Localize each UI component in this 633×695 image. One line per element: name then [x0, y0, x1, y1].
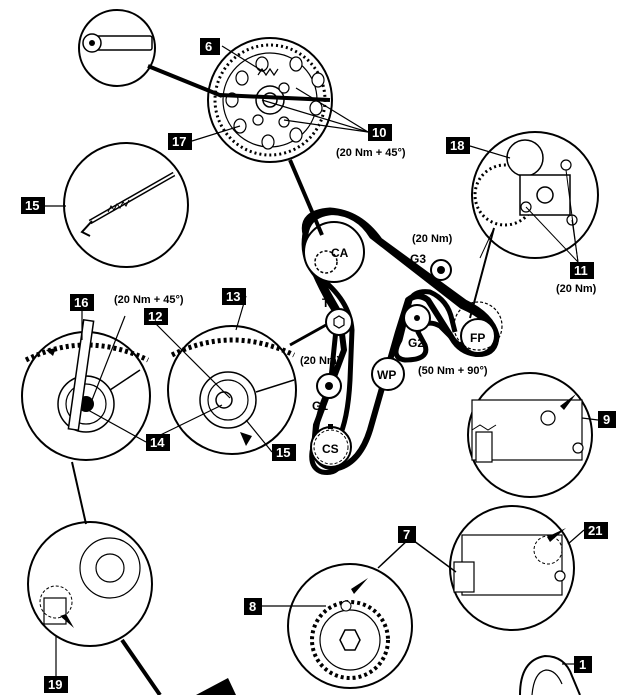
- callout-19: 19: [44, 676, 68, 693]
- torque-fp: (20 Nm): [556, 283, 597, 295]
- callout-8: 8: [244, 598, 262, 615]
- callout-7: 7: [398, 526, 416, 543]
- detail-9: [467, 372, 593, 498]
- callout-10: 10: [368, 124, 392, 141]
- pulley-cs: CS: [310, 424, 352, 468]
- svg-text:19: 19: [48, 677, 62, 692]
- svg-text:15: 15: [25, 198, 39, 213]
- fuel-pump-detail: [469, 131, 599, 319]
- svg-text:18: 18: [450, 138, 464, 153]
- svg-text:15: 15: [276, 445, 290, 460]
- pulley-t-label: T: [322, 296, 330, 310]
- callout-15-top: 15: [21, 197, 45, 214]
- pulley-wp: WP: [371, 357, 405, 391]
- torque-g1: (20 Nm): [300, 355, 341, 367]
- tensioner-detail-left: [21, 318, 151, 461]
- callout-21: 21: [584, 522, 608, 539]
- callout-12: 12: [144, 308, 168, 325]
- locking-pin-detail: [78, 9, 223, 98]
- callout-18: 18: [446, 137, 470, 154]
- tensioner-detail-right: [167, 323, 327, 455]
- pulley-g2: G2: [403, 304, 431, 350]
- svg-text:6: 6: [205, 39, 212, 54]
- pulley-wp-label: WP: [377, 368, 396, 382]
- svg-text:13: 13: [226, 289, 240, 304]
- svg-text:17: 17: [172, 134, 186, 149]
- svg-text:1: 1: [579, 657, 586, 672]
- belt-part-detail: [519, 654, 581, 695]
- callout-1: 1: [574, 656, 592, 673]
- torque-tensioner: (20 Nm + 45°): [114, 294, 184, 306]
- pulley-g2-label: G2: [408, 336, 424, 350]
- detail-19: [27, 461, 162, 695]
- pulley-g3: G3: [410, 252, 452, 281]
- pulley-ca: CA: [303, 221, 365, 283]
- svg-text:14: 14: [150, 435, 165, 450]
- pulley-g1-label: G1: [312, 399, 328, 413]
- camshaft-sprocket-detail: [207, 37, 333, 163]
- callout-9: 9: [598, 411, 616, 428]
- svg-text:16: 16: [74, 295, 88, 310]
- svg-text:8: 8: [249, 599, 256, 614]
- leader-ca: [288, 159, 324, 236]
- callout-17: 17: [168, 133, 192, 150]
- detail-21: [449, 505, 575, 631]
- pulley-fp: FP: [453, 301, 503, 354]
- pulley-fp-label: FP: [470, 331, 485, 345]
- callout-15-bottom: 15: [272, 444, 296, 461]
- svg-text:7: 7: [403, 527, 410, 542]
- svg-text:21: 21: [588, 523, 602, 538]
- torque-camshaft: (20 Nm + 45°): [336, 147, 406, 159]
- tool-detail: [63, 142, 189, 268]
- pulley-ca-label: CA: [331, 246, 349, 260]
- svg-text:12: 12: [148, 309, 162, 324]
- torque-g3: (20 Nm): [412, 233, 453, 245]
- detail-crankshaft-sprocket: [287, 537, 457, 689]
- callout-11: 11: [570, 262, 594, 279]
- torque-g2: (50 Nm + 90°): [418, 365, 488, 377]
- pulley-cs-label: CS: [322, 442, 339, 456]
- svg-text:10: 10: [372, 125, 386, 140]
- partial-tool-bottom: [196, 678, 236, 695]
- callout-14: 14: [146, 434, 170, 451]
- pulley-g3-label: G3: [410, 252, 426, 266]
- svg-text:9: 9: [603, 412, 610, 427]
- callout-13: 13: [222, 288, 246, 305]
- callout-6: 6: [200, 38, 220, 55]
- callout-16: 16: [70, 294, 94, 311]
- pulley-g1: G1: [312, 373, 342, 413]
- pulley-t: T: [322, 296, 353, 336]
- svg-text:11: 11: [574, 263, 588, 278]
